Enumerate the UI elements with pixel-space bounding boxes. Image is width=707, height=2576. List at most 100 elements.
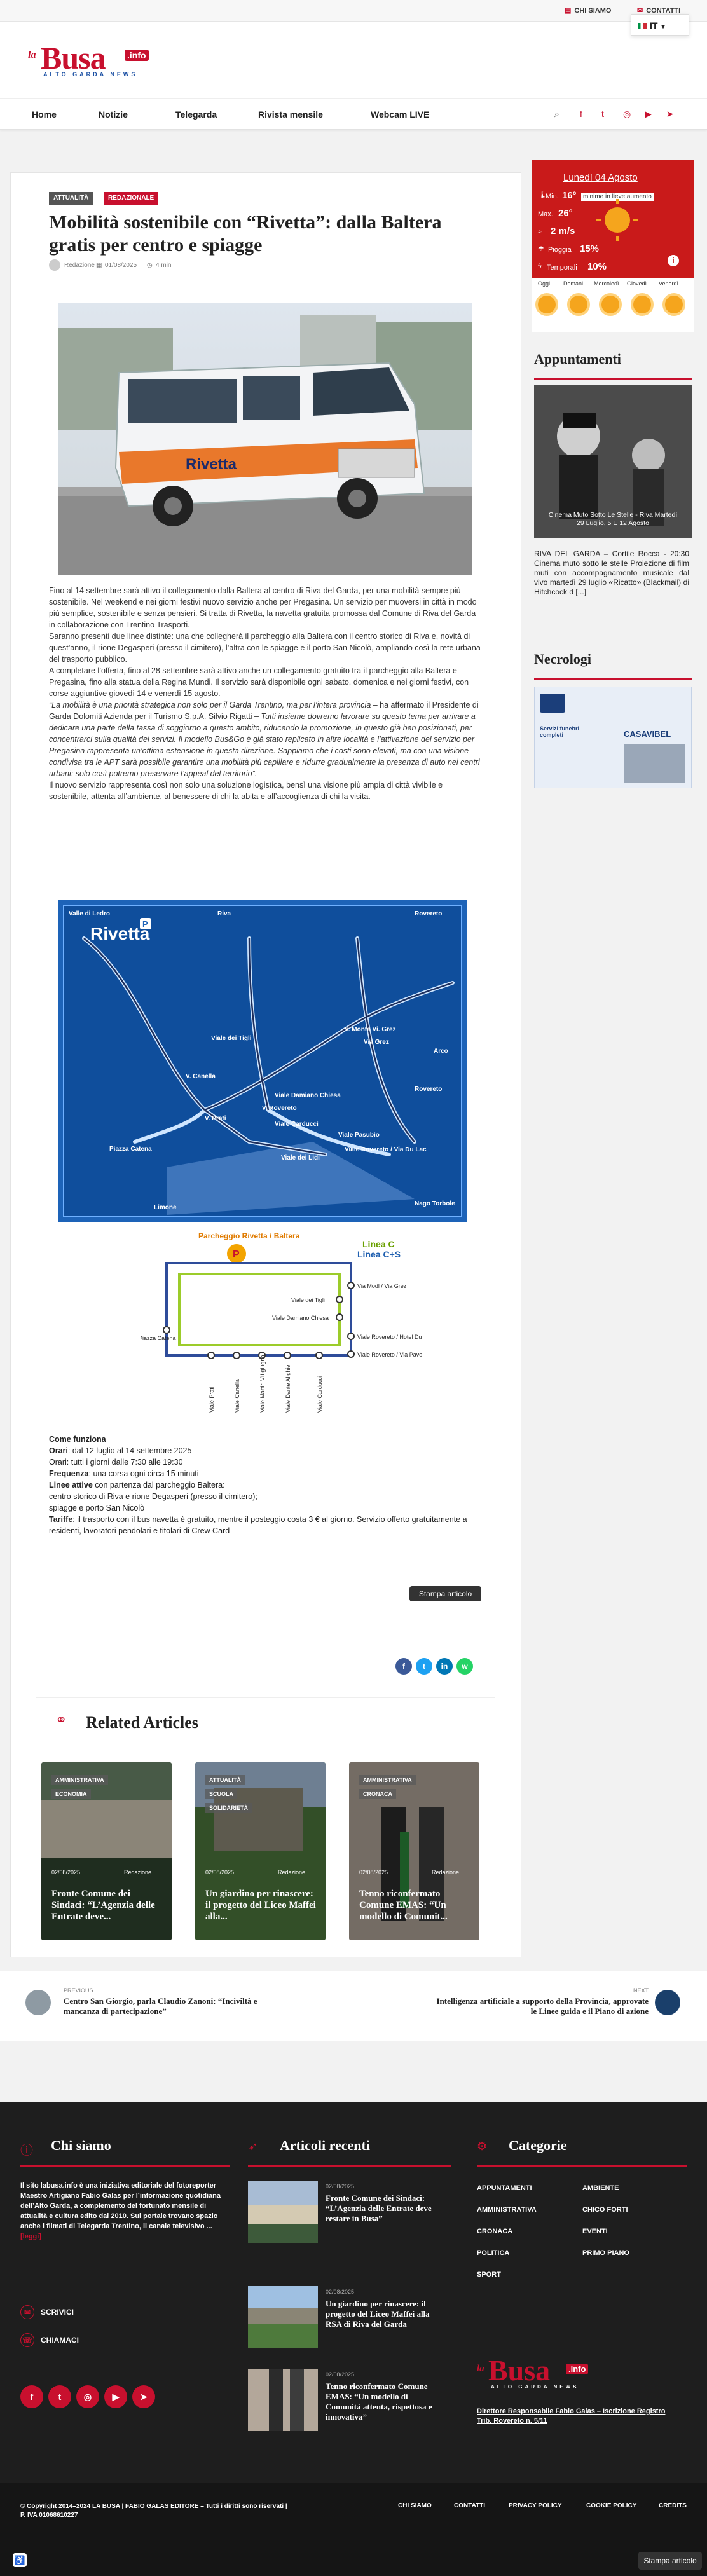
previous-post-link[interactable]: PREVIOUS Centro San Giorgio, parla Claud… <box>25 1983 280 2028</box>
nav-webcam-live[interactable]: Webcam LIVE <box>371 109 430 120</box>
footer-scrivici[interactable]: ✉SCRIVICI <box>20 2305 74 2319</box>
read-more-link[interactable]: [leggi] <box>20 2233 41 2240</box>
sticky-print-button[interactable]: Stampa articolo <box>638 2552 702 2570</box>
tag-attualita[interactable]: ATTUALITÀ <box>49 192 93 205</box>
footer-director[interactable]: Direttore Responsabile Fabio Galas – Isc… <box>477 2408 666 2425</box>
tag-redazionale[interactable]: REDAZIONALE <box>104 192 159 205</box>
print-article-button[interactable]: Stampa articolo <box>409 1586 481 1601</box>
footer-heading-line <box>20 2165 230 2167</box>
footer-category-link[interactable]: PRIMO PIANO <box>582 2249 629 2257</box>
facebook-icon[interactable]: f <box>580 109 582 119</box>
footer-twitter-icon[interactable]: t <box>48 2385 71 2408</box>
info-value: : dal 12 luglio al 14 settembre 2025 <box>67 1446 192 1455</box>
linkedin-share-button[interactable]: in <box>436 1658 453 1675</box>
footer-category-link[interactable]: APPUNTAMENTI <box>477 2184 532 2192</box>
rain-icon: ☂ <box>538 245 544 253</box>
map-label: Arco <box>434 1048 448 1055</box>
footer-chiamaci[interactable]: ☏CHIAMACI <box>20 2333 79 2347</box>
footer-recent-thumb <box>248 2369 318 2431</box>
info-value: con partenza dal parcheggio Baltera: <box>92 1481 225 1490</box>
weather-forecast: Oggi Domani Mercoledì Giovedì Venerdì <box>532 278 694 332</box>
site-logo[interactable]: la Busa .info ALTO GARDA NEWS <box>28 40 161 79</box>
map-label: Piazza Catena <box>109 1146 152 1153</box>
related-badge[interactable]: ECONOMIA <box>51 1789 91 1799</box>
footer-recent-article[interactable]: 02/08/2025 Tenno riconfermato Comune EMA… <box>248 2369 439 2439</box>
accessibility-icon[interactable]: ♿ <box>13 2553 27 2567</box>
map-label: Rovereto <box>415 1086 442 1093</box>
logo-la: la <box>28 50 36 60</box>
twitter-share-button[interactable]: t <box>416 1658 432 1675</box>
twitter-icon[interactable]: t <box>601 109 604 119</box>
weather-date[interactable]: Lunedì 04 Agosto <box>563 172 638 183</box>
info-linea-1: centro storico di Riva e rione Degasperi… <box>49 1492 257 1501</box>
nav-notizie[interactable]: Notizie <box>99 109 128 120</box>
related-badge[interactable]: AMMINISTRATIVA <box>359 1775 416 1785</box>
related-badge[interactable]: CRONACA <box>359 1789 396 1799</box>
bottom-link-chi-siamo[interactable]: CHI SIAMO <box>398 2502 432 2509</box>
forecast-day: Oggi <box>538 280 551 287</box>
footer-category-link[interactable]: SPORT <box>477 2271 501 2278</box>
article-card: ATTUALITÀ REDAZIONALE Mobilità sostenibi… <box>10 172 521 1957</box>
related-card[interactable]: AMMINISTRATIVA ECONOMIA 02/08/2025 Redaz… <box>41 1762 172 1940</box>
nav-home[interactable]: Home <box>32 109 57 120</box>
footer-youtube-icon[interactable]: ▶ <box>104 2385 127 2408</box>
top-link-chi-siamo[interactable]: ▤CHI SIAMO <box>565 6 611 15</box>
nav-rivista-mensile[interactable]: Rivista mensile <box>258 109 323 120</box>
info-circle-icon: ⓘ <box>20 2144 33 2158</box>
necrologi-ad[interactable]: Servizi funebri completi CASAVIBEL <box>534 687 692 788</box>
youtube-icon[interactable]: ▶ <box>645 109 652 119</box>
event-card[interactable]: Cinema Muto Sotto Le Stelle - Riva Marte… <box>534 385 692 538</box>
telegram-icon[interactable]: ➤ <box>666 109 674 119</box>
event-image <box>534 385 692 538</box>
whatsapp-share-button[interactable]: w <box>456 1658 473 1675</box>
footer-telegram-icon[interactable]: ➤ <box>132 2385 155 2408</box>
info-label: Linee attive <box>49 1481 93 1490</box>
bottom-link-privacy[interactable]: PRIVACY POLICY <box>509 2502 562 2509</box>
related-author: Redazione <box>124 1869 152 1875</box>
map-label: Rovereto <box>415 910 442 917</box>
bottom-link-credits[interactable]: CREDITS <box>659 2502 687 2509</box>
post-navigation: PREVIOUS Centro San Giorgio, parla Claud… <box>0 1971 707 2041</box>
related-badge[interactable]: AMMINISTRATIVA <box>51 1775 108 1785</box>
footer-category-link[interactable]: AMBIENTE <box>582 2184 619 2192</box>
footer-category-link[interactable]: CHICO FORTI <box>582 2206 628 2214</box>
language-selector[interactable]: IT▾ <box>631 14 689 36</box>
footer-category-link[interactable]: EVENTI <box>582 2228 608 2235</box>
related-card[interactable]: AMMINISTRATIVA CRONACA 02/08/2025 Redazi… <box>349 1762 479 1940</box>
footer-category-link[interactable]: POLITICA <box>477 2249 510 2257</box>
facebook-share-button[interactable]: f <box>395 1658 412 1675</box>
article-paragraph: Il nuovo servizio rappresenta così non s… <box>49 781 443 801</box>
instagram-icon[interactable]: ◎ <box>623 109 631 119</box>
bottom-link-cookie[interactable]: COOKIE POLICY <box>586 2502 637 2509</box>
chevron-down-icon: ▾ <box>661 24 665 31</box>
footer-logo[interactable]: la Busa .info ALTO GARDA NEWS <box>477 2354 604 2394</box>
footer-category-link[interactable]: AMMINISTRATIVA <box>477 2206 537 2214</box>
footer-category-link[interactable]: CRONACA <box>477 2228 513 2235</box>
appuntamenti-heading: Appuntamenti <box>534 351 621 367</box>
nav-telegarda[interactable]: Telegarda <box>175 109 217 120</box>
map-label: Valle di Ledro <box>69 910 110 917</box>
footer-recent-article[interactable]: 02/08/2025 Fronte Comune dei Sindaci: “L… <box>248 2181 439 2251</box>
sun-icon <box>535 293 558 316</box>
funeral-logo-icon <box>540 694 565 713</box>
related-card[interactable]: ATTUALITÀ SCUOLA SOLIDARIETÀ 02/08/2025 … <box>195 1762 326 1940</box>
top-link-contatti[interactable]: ✉CONTATTI <box>637 6 680 15</box>
quote-part: “La mobilità è una priorità strategica n… <box>49 701 371 709</box>
footer-chiamaci-label: CHIAMACI <box>41 2336 79 2345</box>
footer-facebook-icon[interactable]: f <box>20 2385 43 2408</box>
weather-storm-label: Temporali <box>547 264 577 271</box>
next-post-link[interactable]: NEXT Intelligenza artificiale a supporto… <box>420 1983 687 2028</box>
info-icon[interactable]: i <box>668 255 679 266</box>
article-author[interactable]: Redazione <box>64 262 95 269</box>
map-label: V. Prati <box>205 1115 226 1122</box>
footer-instagram-icon[interactable]: ◎ <box>76 2385 99 2408</box>
related-badge[interactable]: SCUOLA <box>205 1789 237 1799</box>
related-badge[interactable]: ATTUALITÀ <box>205 1775 245 1785</box>
logo-la: la <box>477 2364 484 2374</box>
weather-min-value: 16° <box>562 190 577 201</box>
footer-recent-article[interactable]: 02/08/2025 Un giardino per rinascere: il… <box>248 2286 439 2356</box>
bottom-link-contatti[interactable]: CONTATTI <box>454 2502 486 2509</box>
search-icon[interactable]: ⌕ <box>554 109 559 119</box>
article-read-time: 4 min <box>156 262 172 269</box>
related-badge[interactable]: SOLIDARIETÀ <box>205 1803 252 1813</box>
